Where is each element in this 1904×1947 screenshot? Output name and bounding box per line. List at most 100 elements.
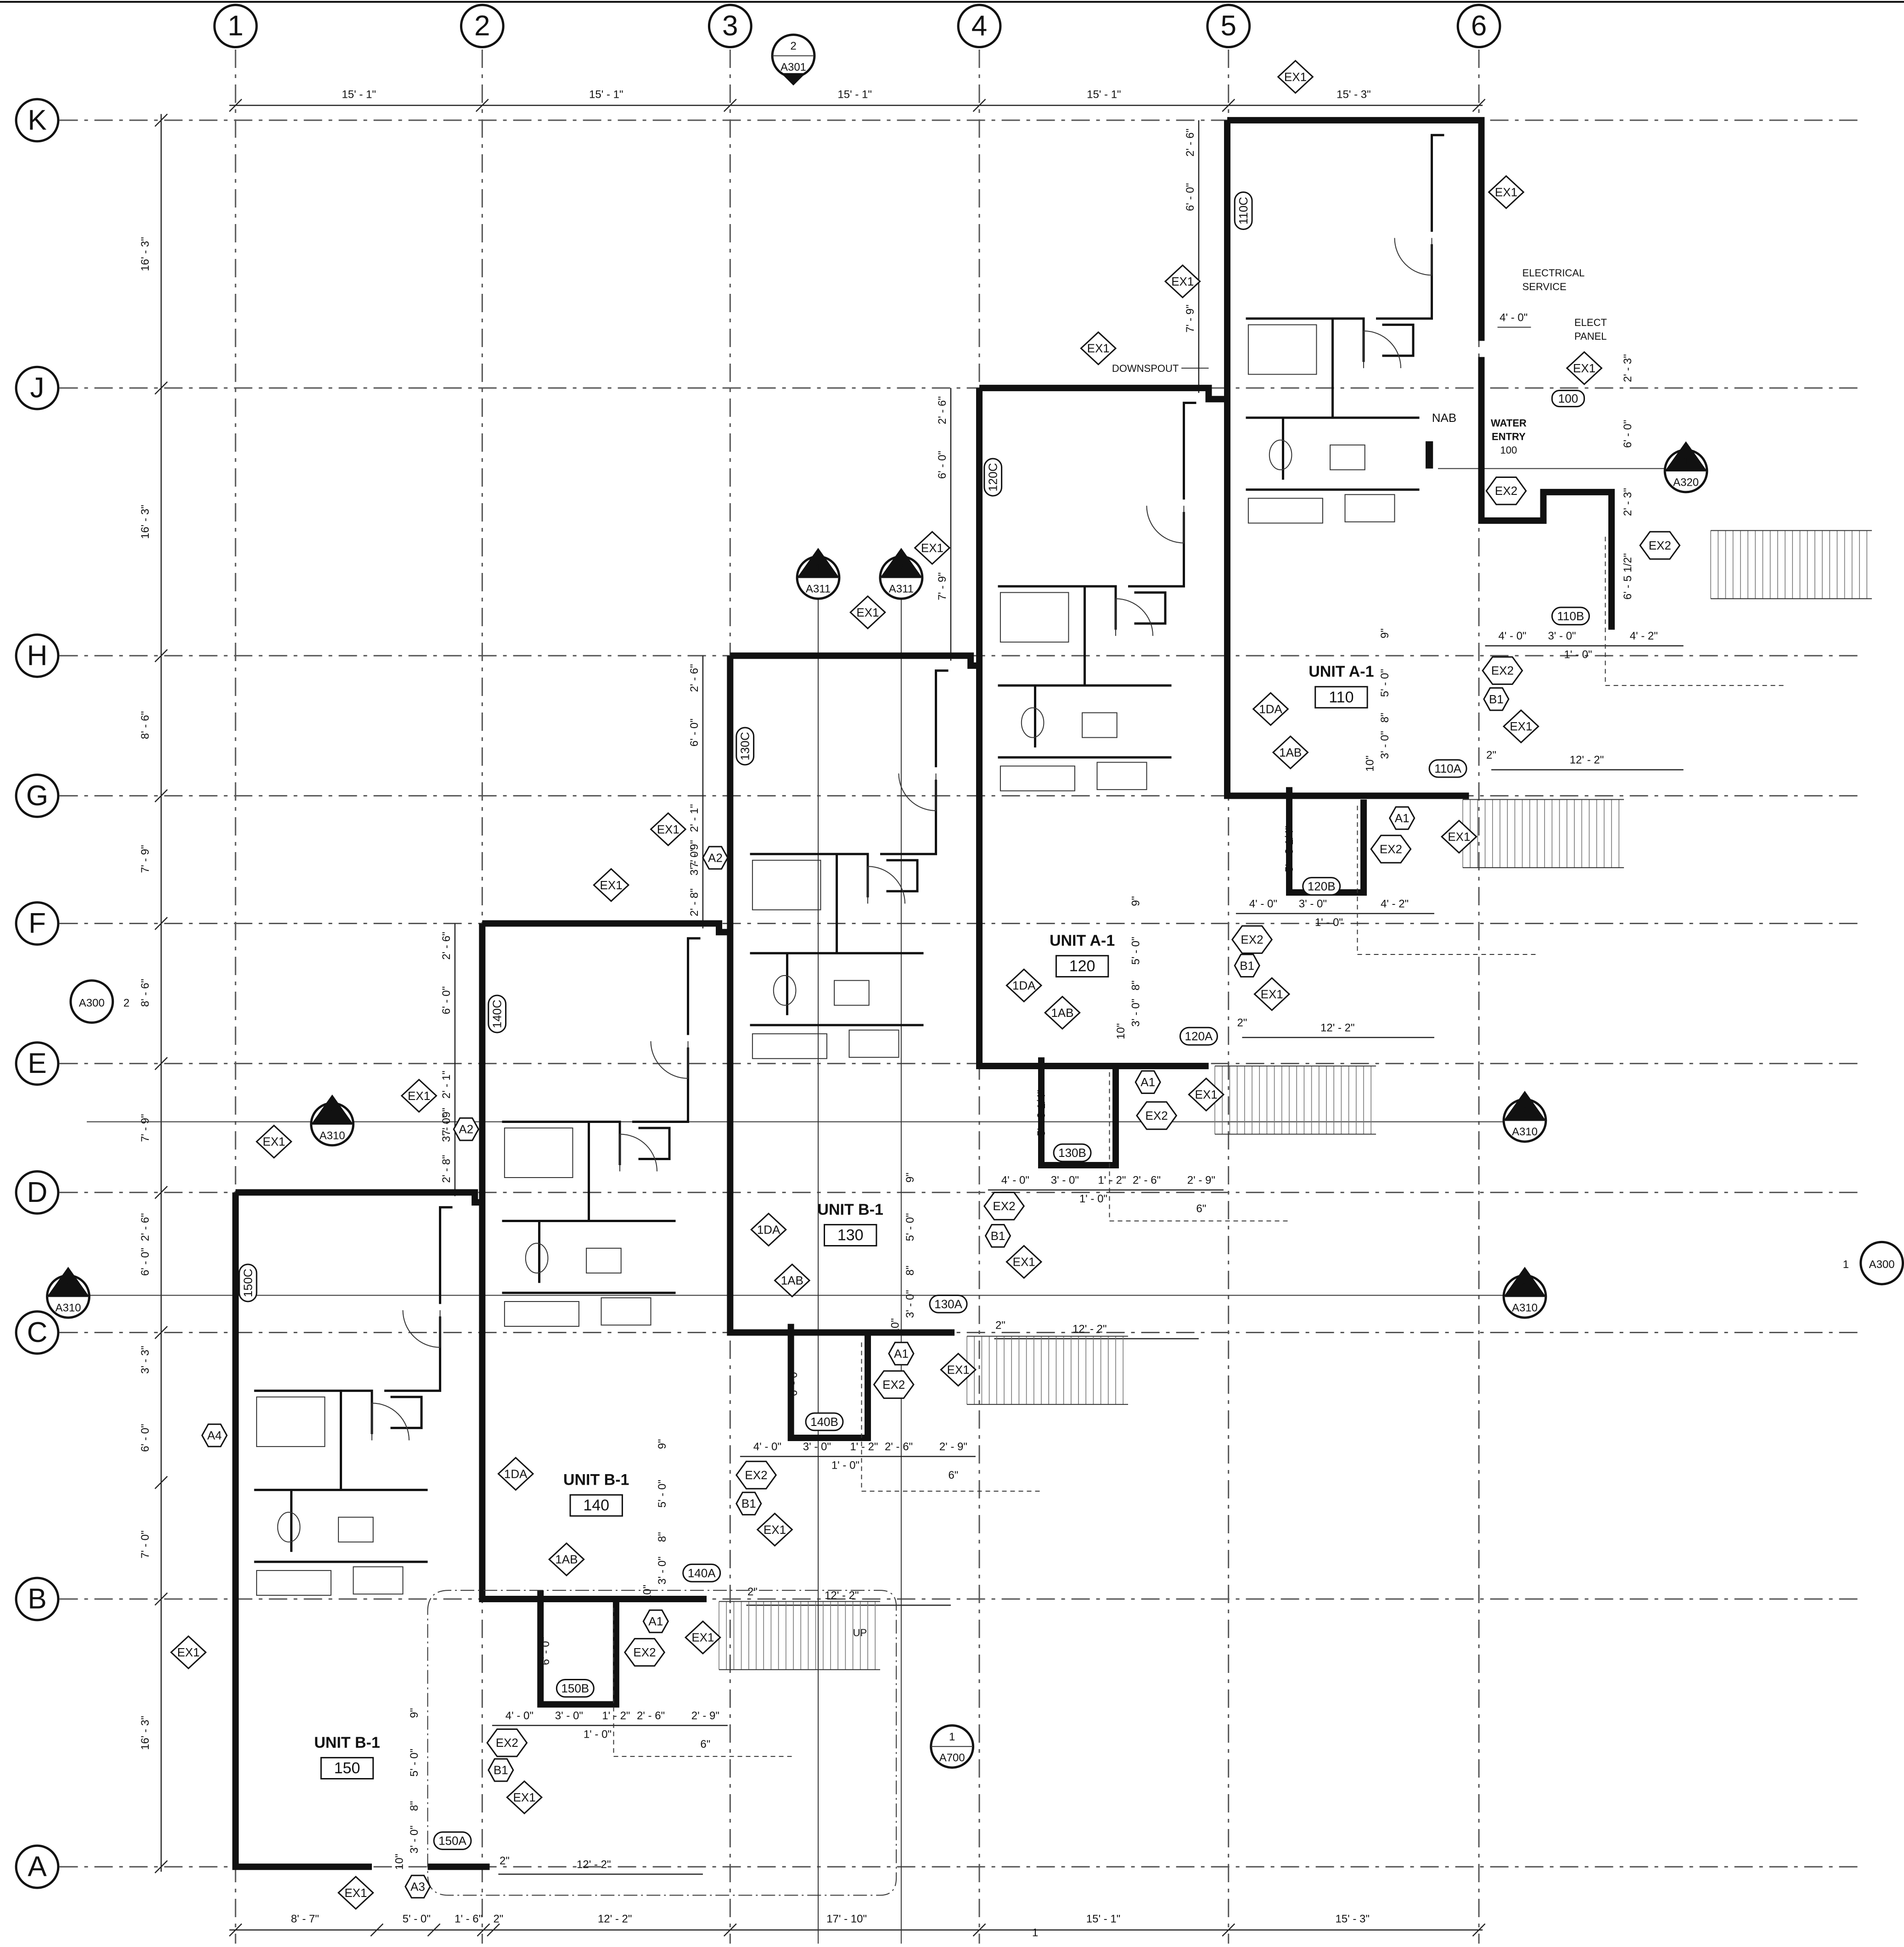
porch-dim-v9-1: 9" (1129, 896, 1142, 906)
door-tag-d110c-shape (1234, 191, 1253, 230)
exterior-wall-11 (479, 923, 707, 1602)
porchb-dim-w6-2: 6" (700, 1738, 710, 1751)
grid-bubble-row-E (15, 1041, 60, 1086)
b1-tag-3: B1 (741, 1497, 756, 1510)
unit-vdim-v79-1: 7' - 9" (936, 572, 949, 600)
left-dim-tick-10 (154, 1860, 168, 1874)
exterior-wall-1 (1478, 357, 1615, 630)
grid-label-row-A: A (28, 1851, 47, 1883)
exterior-wall-10 (482, 920, 730, 936)
left-dim-tick-0 (154, 113, 168, 127)
porchb-dim-w10-0: 1' - 0" (1079, 1193, 1107, 1205)
b1-tag-1: B1 (1240, 959, 1254, 972)
small-vdim-2: 2' - 8" (688, 888, 701, 916)
unit-vdim-v26-2: 2' - 6" (688, 664, 701, 692)
porch-stair-2 (1109, 1066, 1376, 1222)
porch-dim-v30-1: 3' - 0" (1129, 999, 1142, 1027)
tub-2 (752, 859, 821, 910)
porchb-dim-w29-2: 2' - 9" (691, 1710, 719, 1722)
unit-number-box-130 (824, 1224, 877, 1247)
door-tag-d130c: 130C (738, 732, 752, 760)
section-marker-a320-sheet: A320 (1673, 476, 1699, 488)
a1-tag-3: A1 (648, 1615, 663, 1628)
porchb-dim-w26-0: 2' - 6" (1133, 1174, 1161, 1187)
b1-tag-4-shape (488, 1758, 514, 1782)
exterior-wall-2 (1224, 120, 1469, 799)
section-marker-a320-number: 1 (1683, 455, 1689, 468)
door-tag-d130b-shape (1053, 1143, 1092, 1162)
porch-outline-4 (613, 1607, 793, 1757)
porchb-dim-v50-2: 5' - 0" (408, 1749, 421, 1777)
ex1-tag-1-shape (1488, 175, 1525, 209)
ex1-tag-9: EX1 (1261, 987, 1283, 1001)
a3-tag-shape (404, 1874, 431, 1899)
unit-interior-walls-4 (254, 1206, 453, 1563)
ex1-tag-6: EX1 (856, 606, 879, 619)
b1-tag-2-shape (984, 1224, 1011, 1248)
grid-bubble-row-A (15, 1844, 60, 1889)
unit-number-120: 120 (1069, 958, 1095, 975)
door-tag-d110a: 110A (1434, 762, 1461, 775)
elevation-marker-a300-left-sheet: A300 (79, 997, 105, 1009)
left-dim-4: 8' - 6" (139, 979, 152, 1007)
ex1-tag-16: EX1 (947, 1363, 970, 1377)
unit-vdims-2: 2' - 6"6' - 0"7' - 9" (688, 656, 704, 929)
bottom-dim-0: 8' - 7" (291, 1913, 319, 1925)
ab-tag-3: 1AB (555, 1553, 578, 1566)
ex1-tag-11: EX1 (657, 822, 680, 836)
unit-vdim-v60-3: 6' - 0" (440, 986, 453, 1014)
porchb-dim-v8-0: 8" (904, 1266, 916, 1276)
ex1-tag-7-shape (1502, 709, 1539, 744)
small-vdim-5: 2' - 8" (440, 1155, 453, 1183)
range-0 (1247, 498, 1323, 524)
porch-dim-w122-0: 12' - 2" (1570, 754, 1604, 766)
ex1-tag-2-shape (1164, 264, 1201, 299)
lavatory-1 (1082, 712, 1118, 738)
bottom-dim-tick-8 (1472, 1923, 1486, 1937)
grid-bubble-col-6 (1456, 4, 1501, 49)
ex1-tag-3: EX1 (1573, 361, 1595, 375)
bottom-dim-tick-7 (1222, 1923, 1236, 1937)
room-tag-100-box (1551, 390, 1585, 408)
porchb-dim-v30-0: 3' - 0" (904, 1290, 916, 1318)
a1-tag-0-shape (1388, 806, 1415, 830)
section-marker-a310-1-right-sheet: A310 (1512, 1302, 1538, 1314)
elevation-marker-a300-left-number: 2 (124, 997, 129, 1009)
grid-bubble-row-H (15, 633, 60, 678)
a4-tag: A4 (207, 1429, 222, 1442)
porch-dim-w2-0: 2" (1486, 749, 1496, 761)
porchb-dim-w30-2: 3' - 0" (555, 1710, 583, 1722)
room-tag-100: 100 (1558, 392, 1578, 405)
porch-dims-1: 4' - 0"3' - 0"4' - 2"1' - 0"12' - 2"9"5'… (1115, 896, 1434, 1039)
door-tag-d150b-shape (556, 1679, 595, 1698)
grid-bubble-row-B (15, 1577, 60, 1622)
grid-bubble-col-3 (708, 4, 753, 49)
ex1-tag-18: EX1 (691, 1631, 714, 1644)
porch-stair-4 (613, 1601, 880, 1757)
porchb-dim-w26-1: 2' - 6" (885, 1441, 913, 1453)
door-tag-d140b-shape (805, 1412, 844, 1431)
ex2-tag-6: EX2 (993, 1199, 1015, 1213)
ex1-tag-5-shape (914, 531, 951, 565)
misc-vdim-4: 2' - 3" (1622, 488, 1634, 516)
bottom-dim-tick-3 (477, 1923, 490, 1937)
ex1-tag-12: EX1 (600, 878, 623, 892)
ex1-tag-4: EX1 (1087, 342, 1110, 355)
da-tag-3: 1DA (504, 1467, 528, 1481)
door-swing-4-b (371, 1403, 410, 1441)
kitchen-sink-4 (353, 1566, 404, 1595)
section-marker-a311-2-arrow (880, 548, 922, 578)
a4-tag-shape (201, 1423, 228, 1448)
interior-wall-4-5 (390, 1396, 423, 1429)
ex1-tag-2: EX1 (1171, 275, 1194, 288)
ex1-tag-4-shape (1080, 331, 1117, 365)
grid-label-row-C: C (27, 1317, 48, 1348)
section-marker-a310-1-right-number: 1 (1522, 1281, 1528, 1293)
water-entry-label-2: ENTRY (1492, 431, 1526, 443)
section-marker-a301-number: 2 (790, 40, 796, 52)
elect-panel-note-1: ELECT (1574, 317, 1607, 328)
porch-dims-0: 4' - 0"3' - 0"4' - 2"1' - 0"12' - 2"9"5'… (1364, 628, 1684, 772)
porch-dim-w10-1: 1' - 0" (1315, 916, 1343, 929)
ex1-tag-0: EX1 (1284, 70, 1307, 84)
